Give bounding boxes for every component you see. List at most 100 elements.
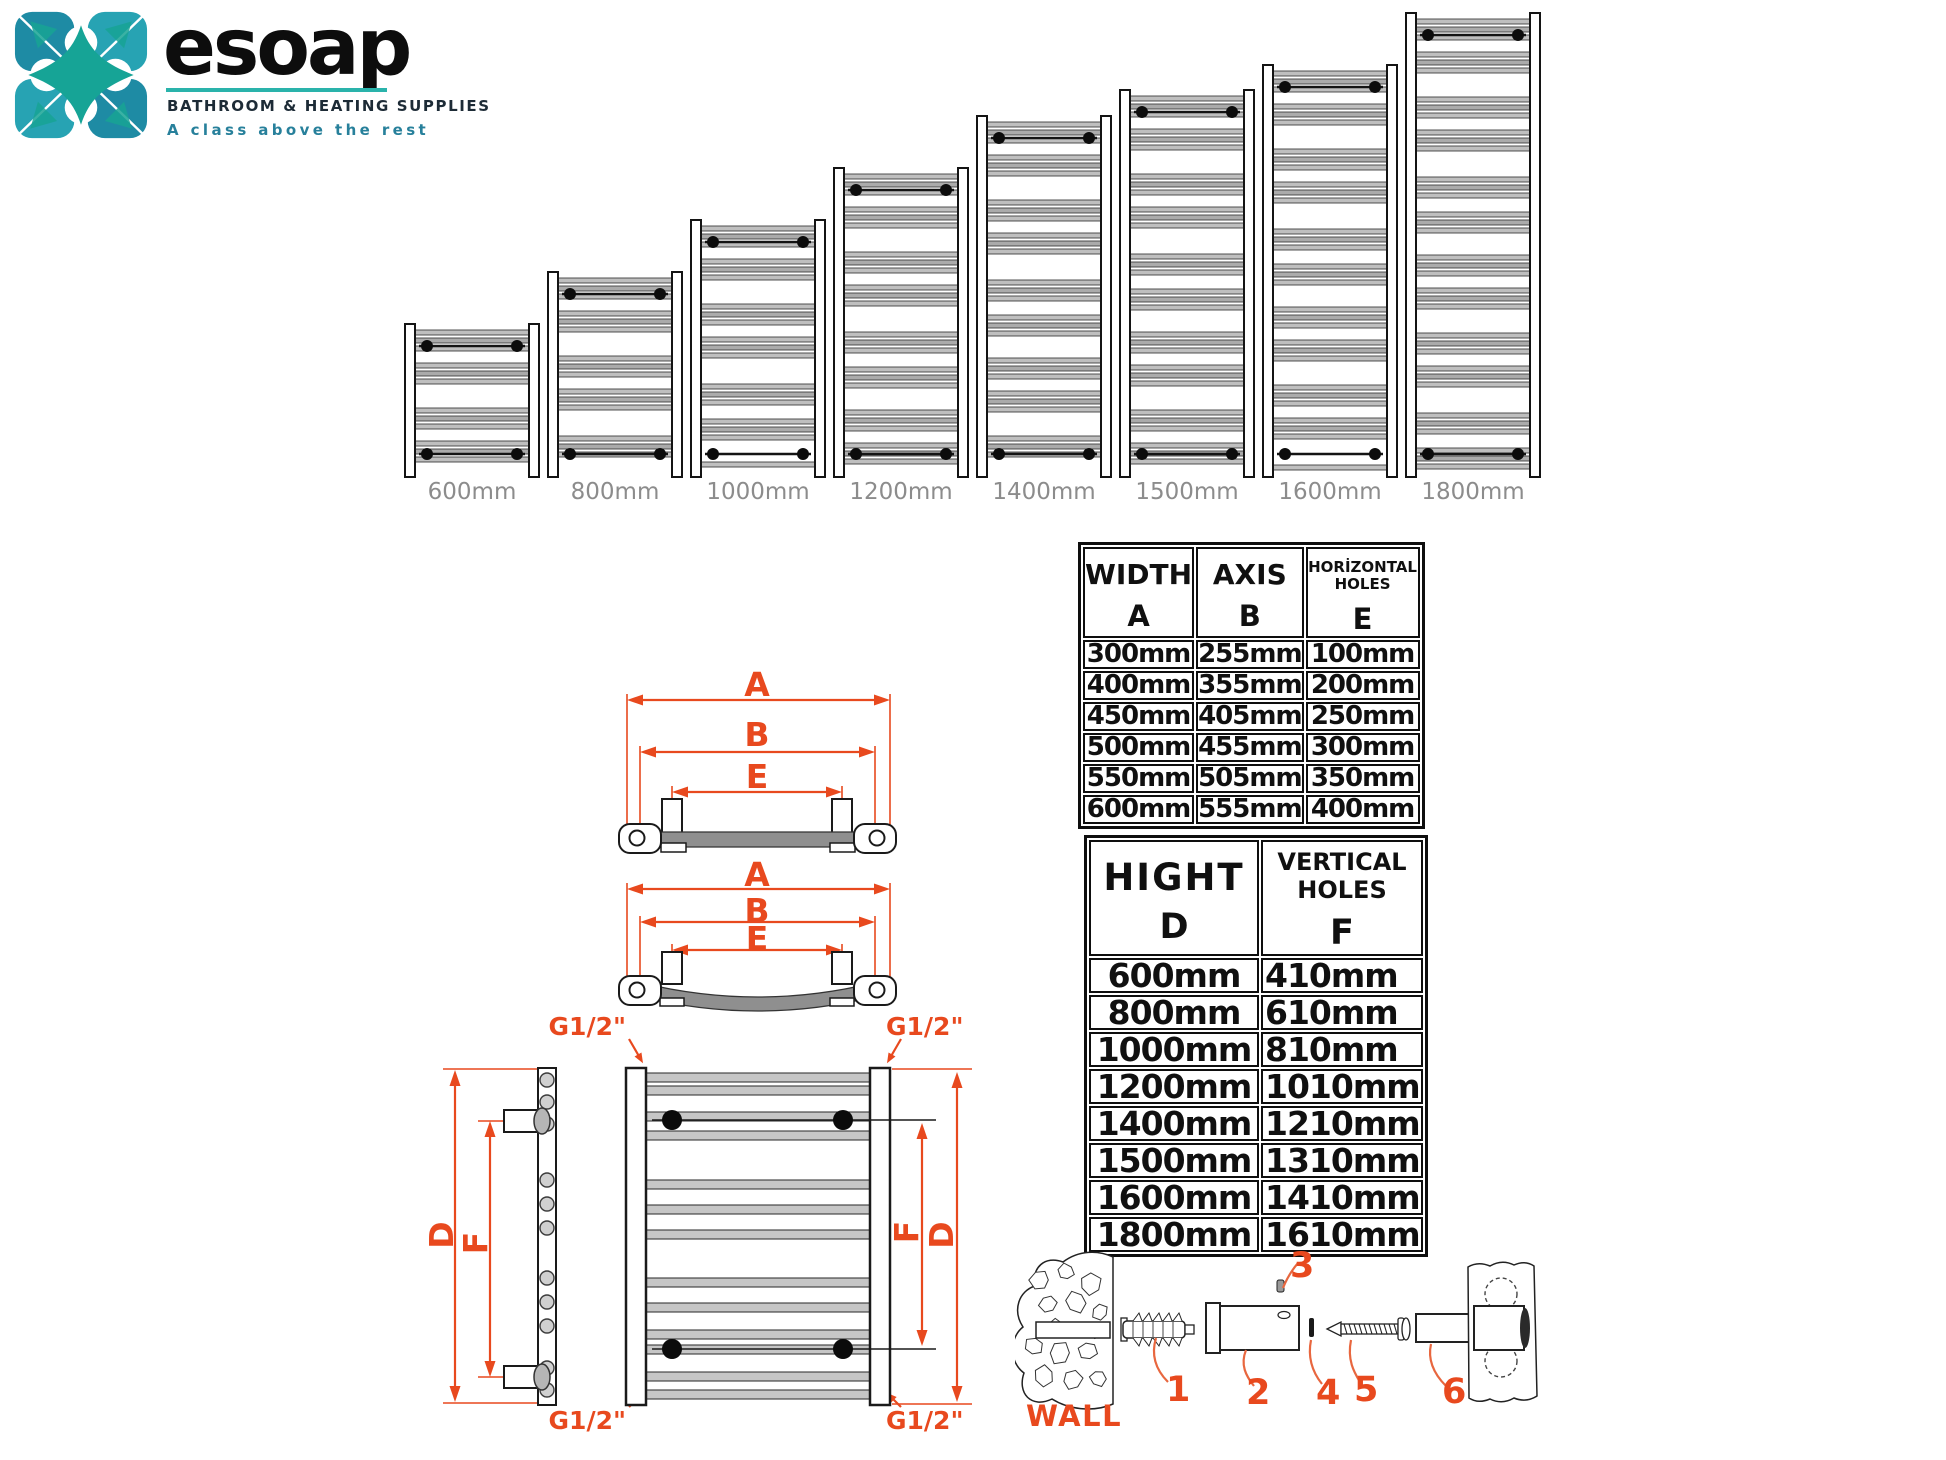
- dim-label-d-right: D: [921, 1221, 961, 1249]
- table-cell: 1310mm: [1261, 1143, 1423, 1178]
- brand-name: esoap: [163, 3, 412, 93]
- radiator-size-label: 1200mm: [849, 479, 953, 505]
- column-title: HIGHT: [1103, 855, 1245, 899]
- table-cell: 1800mm: [1089, 1217, 1259, 1252]
- radiator-1500mm: 1500mm: [1119, 89, 1255, 506]
- table-cell: 355mm: [1196, 670, 1304, 700]
- table-cell: 405mm: [1196, 701, 1304, 731]
- radiator-size-label: 1800mm: [1421, 479, 1525, 505]
- technical-drawing: [443, 694, 972, 1408]
- radiator-800mm: 800mm: [547, 271, 683, 506]
- esoap-logo-icon: [14, 11, 148, 139]
- part-number-5: 5: [1354, 1370, 1379, 1410]
- table-cell: 200mm: [1305, 670, 1420, 700]
- table-cell: 455mm: [1196, 732, 1304, 762]
- table-cell: 300mm: [1305, 732, 1420, 762]
- table-cell: 600mm: [1083, 794, 1195, 824]
- radiator-drawing: [976, 115, 1112, 478]
- thread-label-bottom-right: G1/2": [886, 1406, 964, 1435]
- column-header: WIDTH A: [1083, 547, 1195, 638]
- column-letter: E: [1352, 601, 1373, 636]
- part-number-4: 4: [1316, 1373, 1341, 1413]
- table-cell: 500mm: [1083, 732, 1195, 762]
- table-cell: 1610mm: [1261, 1217, 1423, 1252]
- radiator-1200mm: 1200mm: [833, 167, 969, 506]
- thread-label-top-right: G1/2": [886, 1012, 964, 1041]
- table-cell: 505mm: [1196, 763, 1304, 793]
- table-cell: 800mm: [1089, 995, 1259, 1030]
- thread-label-top-left: G1/2": [548, 1012, 626, 1041]
- radiator-drawing: [547, 271, 683, 478]
- part-number-6: 6: [1442, 1372, 1467, 1412]
- column-header: HORİZONTAL HOLES E: [1305, 547, 1420, 638]
- mounting-hardware-drawing: [1015, 1251, 1538, 1410]
- part-number-2: 2: [1246, 1373, 1271, 1413]
- dim-label-f-right: F: [886, 1220, 926, 1244]
- table-cell: 550mm: [1083, 763, 1195, 793]
- column-letter: D: [1159, 906, 1189, 947]
- table-cell: 100mm: [1305, 639, 1420, 669]
- table-cell: 250mm: [1305, 701, 1420, 731]
- column-title: WIDTH: [1085, 557, 1193, 591]
- table-cell: 450mm: [1083, 701, 1195, 731]
- radiator-size-label: 1000mm: [706, 479, 810, 505]
- radiator-drawing: [1119, 89, 1255, 478]
- dim-label-a-straight: A: [744, 664, 770, 704]
- radiator-drawing: [833, 167, 969, 478]
- table-cell: 1000mm: [1089, 1032, 1259, 1067]
- table-cell: 410mm: [1261, 958, 1423, 993]
- radiator-drawing: [690, 219, 826, 478]
- radiator-1400mm: 1400mm: [976, 115, 1112, 506]
- table-cell: 1200mm: [1089, 1069, 1259, 1104]
- table-cell: 1400mm: [1089, 1106, 1259, 1141]
- column-letter: A: [1127, 598, 1150, 633]
- part-number-1: 1: [1166, 1370, 1191, 1410]
- column-header: HIGHT D: [1089, 840, 1259, 956]
- radiator-size-label: 600mm: [427, 479, 517, 505]
- column-letter: F: [1330, 912, 1354, 953]
- radiator-row: 600mm 800mm 1000mm 1200mm 1400mm 1500mm 1600mm…: [404, 0, 1541, 506]
- radiator-size-label: 1600mm: [1278, 479, 1382, 505]
- table-cell: 555mm: [1196, 794, 1304, 824]
- column-title: HORİZONTAL HOLES: [1308, 558, 1417, 594]
- radiator-size-label: 1500mm: [1135, 479, 1239, 505]
- column-letter: B: [1238, 598, 1261, 633]
- dim-label-b-straight: B: [744, 714, 770, 754]
- table-cell: 300mm: [1083, 639, 1195, 669]
- dim-label-f-left: F: [455, 1231, 495, 1255]
- table-cell: 350mm: [1305, 763, 1420, 793]
- dim-label-a-curved: A: [744, 854, 770, 894]
- radiator-drawing: [1262, 64, 1398, 478]
- wall-label: WALL: [1026, 1399, 1123, 1433]
- table-cell: 1010mm: [1261, 1069, 1423, 1104]
- radiator-1000mm: 1000mm: [690, 219, 826, 506]
- dim-label-b-curved: B: [744, 890, 770, 930]
- table-cell: 400mm: [1083, 670, 1195, 700]
- dim-label-e-curved: E: [745, 918, 769, 958]
- brand-tagline-2: A class above the rest: [167, 121, 430, 139]
- part-number-3: 3: [1290, 1246, 1315, 1286]
- table-cell: 1500mm: [1089, 1143, 1259, 1178]
- table-cell: 1410mm: [1261, 1180, 1423, 1215]
- radiator-drawing: [404, 323, 540, 478]
- table-cell: 610mm: [1261, 995, 1423, 1030]
- table-cell: 400mm: [1305, 794, 1420, 824]
- table-cell: 1600mm: [1089, 1180, 1259, 1215]
